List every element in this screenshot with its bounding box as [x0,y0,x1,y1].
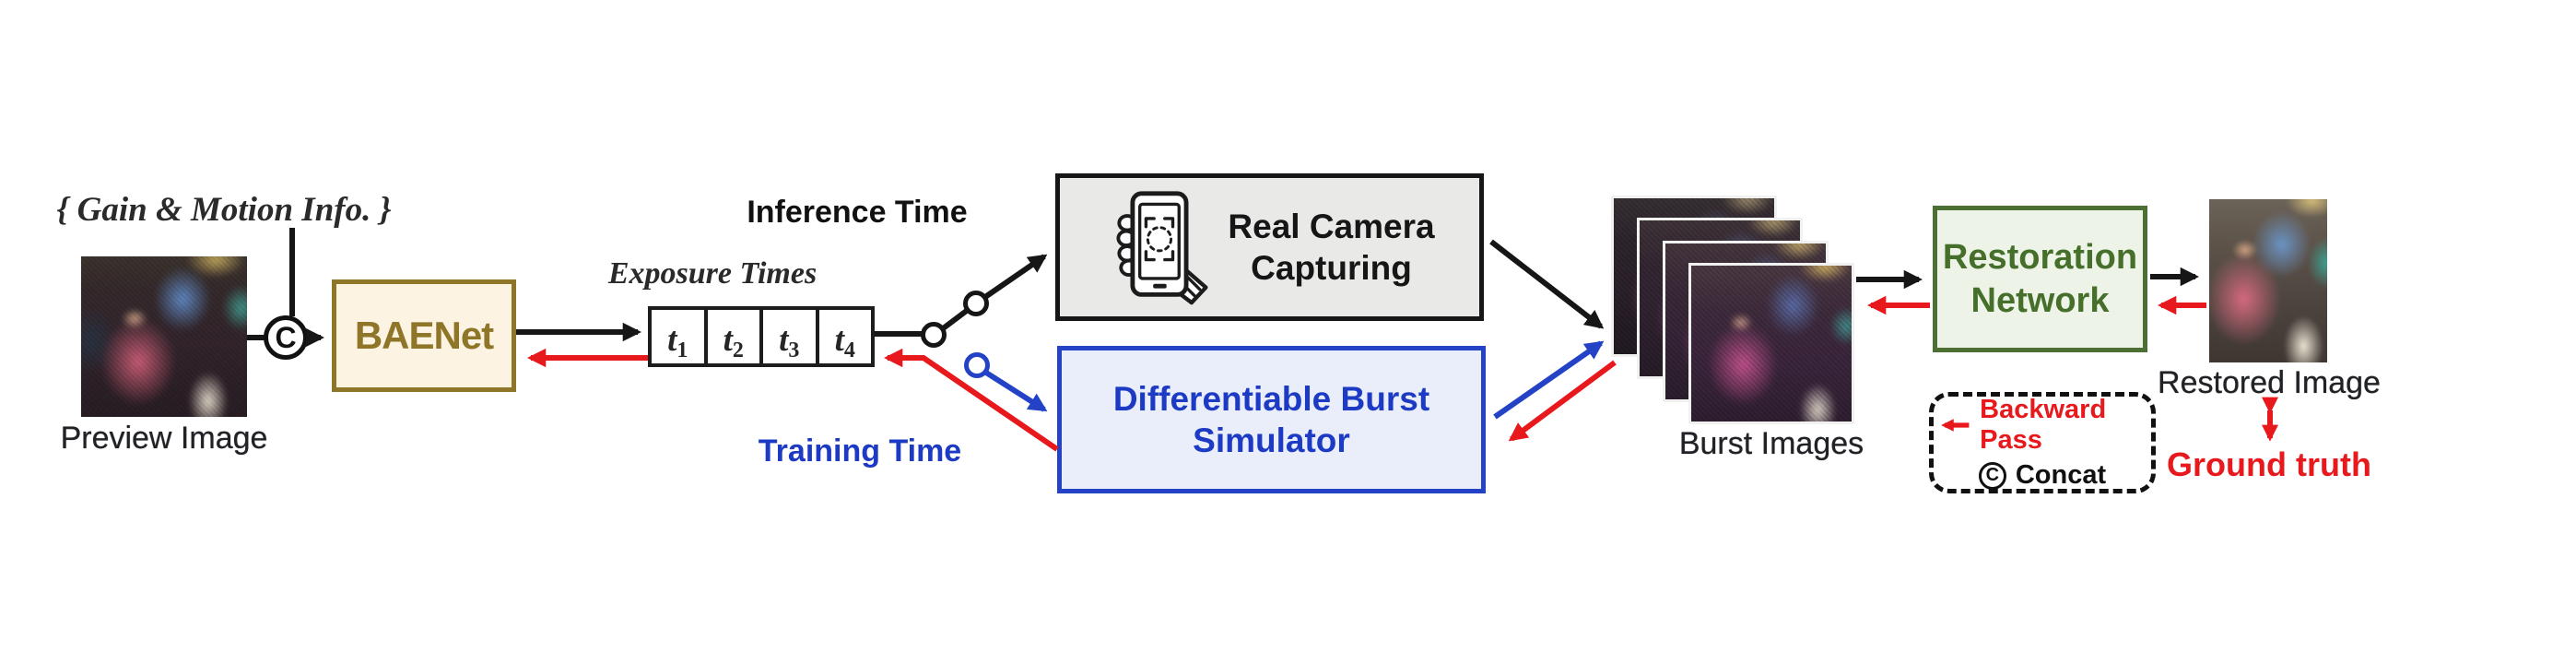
training-time-label: Training Time [758,433,962,469]
concat-label: Concat [2015,460,2107,490]
burst-simulator-label: Differentiable Burst Simulator [1112,379,1430,459]
baenet-box: BAENet [332,279,516,392]
burst-image-4 [1688,263,1854,424]
concat-symbol: C [275,320,297,354]
legend-backward-row: Backward Pass [1934,395,2151,456]
ground-truth-label: Ground truth [2167,445,2371,483]
t4-subscript: 4 [843,338,855,362]
real-camera-box: Real Camera Capturing [1055,173,1484,321]
restoration-network-label: Restoration Network [1942,238,2138,320]
simulator-to-burst-arrow [1493,340,1605,420]
switch-contacts [921,291,990,378]
preview-image-content [81,256,247,417]
burst-image-4-noise [1691,266,1852,421]
restored-caption: Restored Image [2158,365,2381,400]
burst-image-4-content [1691,266,1852,421]
switch-arm-line [940,307,970,332]
restoration-network-box: Restoration Network [1933,206,2147,352]
preview-image-noise [81,256,247,417]
t3-symbol: t [779,321,789,359]
preview-caption: Preview Image [60,421,268,456]
t2-subscript: 2 [732,338,744,362]
switch-to-camera-arrow [983,254,1048,300]
legend-concat-row: C Concat [1978,460,2107,491]
t3-subscript: 3 [788,338,800,362]
burst-caption: Burst Images [1678,426,1864,461]
switch-to-simulator-arrow [984,370,1048,412]
burst-simulator-box: Differentiable Burst Simulator [1057,346,1486,493]
camera-to-burst-arrow [1489,239,1605,329]
gain-motion-label: { Gain & Motion Info. } [56,191,392,229]
inference-time-label: Inference Time [747,195,968,230]
legend-box: Backward Pass C Concat [1929,392,2156,493]
t2-symbol: t [723,321,733,359]
preview-image [81,256,247,417]
restored-image [2209,199,2327,362]
real-camera-label: Real Camera Capturing [1228,207,1435,287]
concat-node: C [264,315,308,360]
t1-symbol: t [667,321,677,359]
hand-holding-phone-icon [1116,191,1208,305]
switch-contact-training [964,352,990,378]
concat-badge-icon: C [1978,461,2006,490]
backward-pass-arrow-icon [1941,419,1970,432]
burst-to-simulator-backward-arrow [1508,360,1617,442]
baenet-label: BAENet [354,314,494,358]
backward-pass-label: Backward Pass [1980,395,2107,455]
t1-subscript: 1 [676,338,688,362]
restored-image-content [2209,199,2327,362]
switch-contact-common [921,322,947,348]
exposure-times-title: Exposure Times [607,256,817,291]
t4-symbol: t [834,321,844,359]
switch-contact-inference [963,291,989,316]
